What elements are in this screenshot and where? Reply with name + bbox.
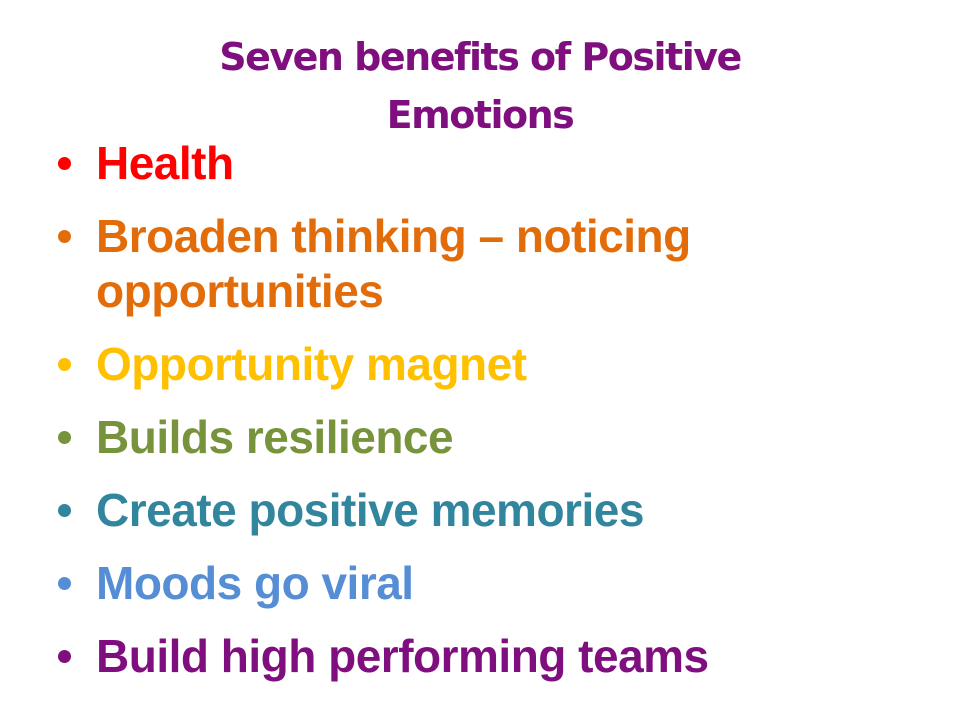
bullet-icon <box>58 358 71 371</box>
bullet-text: Opportunity magnet <box>96 338 527 390</box>
bullet-text: Broaden thinking – noticing opportunitie… <box>96 210 691 317</box>
list-item: Broaden thinking – noticing opportunitie… <box>58 209 938 319</box>
slide-title-line-1: Seven benefits of Positive <box>219 35 742 79</box>
bullet-icon <box>58 157 71 170</box>
list-item: Moods go viral <box>58 556 938 611</box>
bullet-icon <box>58 504 71 517</box>
slide-title: Seven benefits of Positive Emotions <box>130 28 830 144</box>
list-item: Build high performing teams <box>58 629 938 684</box>
bullet-icon <box>58 650 71 663</box>
bullet-icon <box>58 230 71 243</box>
list-item: Builds resilience <box>58 410 938 465</box>
list-item: Create positive memories <box>58 483 938 538</box>
bullet-icon <box>58 577 71 590</box>
bullet-icon <box>58 431 71 444</box>
bullet-text: Builds resilience <box>96 411 454 463</box>
bullet-text: Create positive memories <box>96 484 644 536</box>
slide-title-line-2: Emotions <box>386 93 575 137</box>
bullet-text: Health <box>96 137 234 189</box>
benefits-list: Health Broaden thinking – noticing oppor… <box>58 136 938 702</box>
list-item: Health <box>58 136 938 191</box>
bullet-text: Build high performing teams <box>96 630 709 682</box>
list-item: Opportunity magnet <box>58 337 938 392</box>
bullet-text: Moods go viral <box>96 557 414 609</box>
